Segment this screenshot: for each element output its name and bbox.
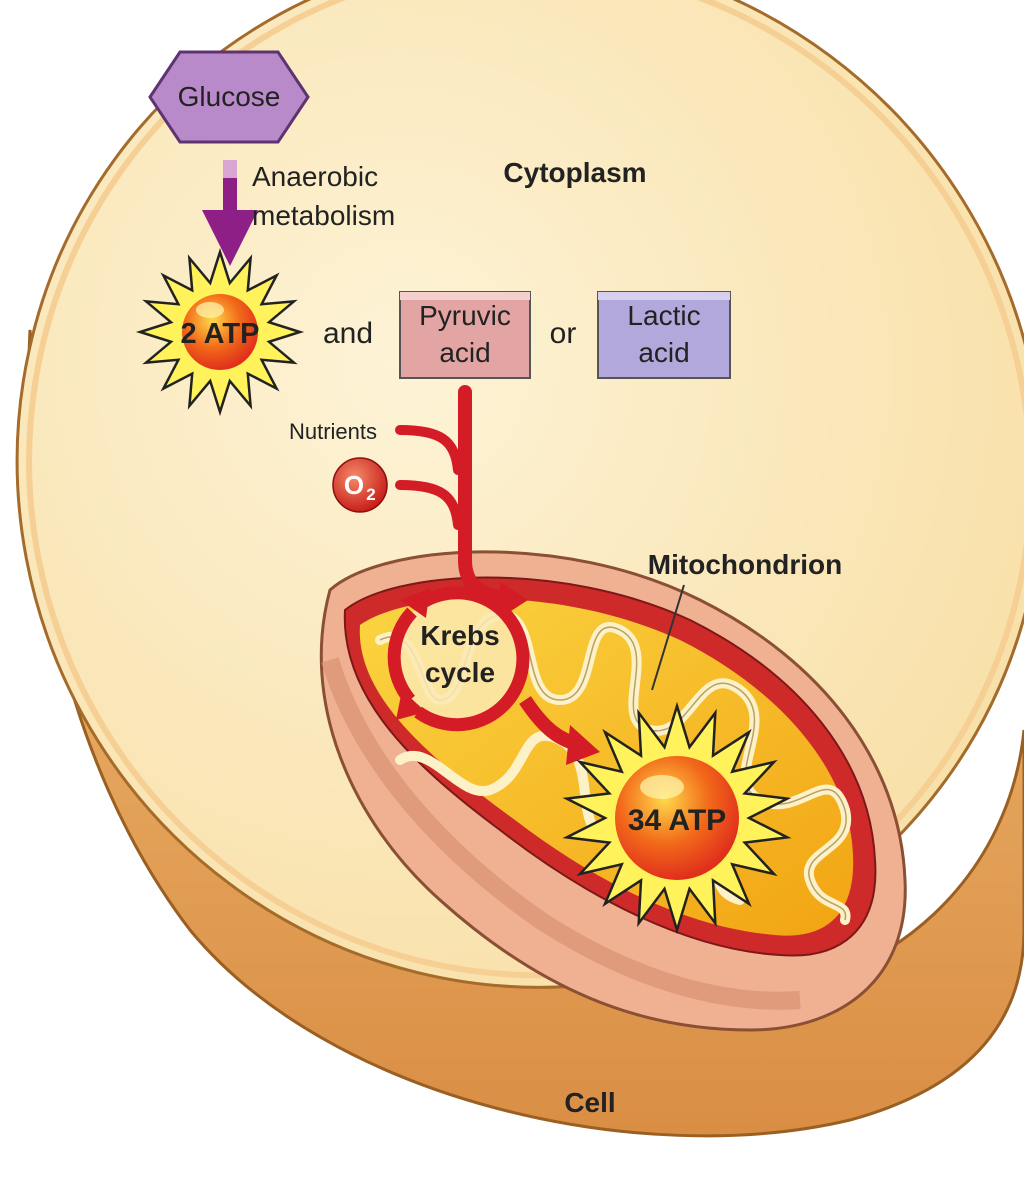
oxygen-orb: O 2 <box>332 457 388 513</box>
lactic-acid-box: Lactic acid <box>597 291 731 379</box>
atp-large-label: 34 ATP <box>628 804 726 837</box>
pyruvic-label-line2: acid <box>439 337 490 368</box>
lactic-label-line1: Lactic <box>627 300 700 331</box>
pyruvic-acid-box: Pyruvic acid <box>399 291 531 379</box>
anaerobic-label-line2: metabolism <box>252 200 395 231</box>
oxygen-subscript: 2 <box>366 485 375 504</box>
lactic-label-line2: acid <box>638 337 689 368</box>
atp-burst-large: 34 ATP <box>562 701 792 935</box>
and-label: and <box>323 317 373 350</box>
mitochondrion-leader-line <box>651 584 685 691</box>
cytoplasm-label: Cytoplasm <box>503 157 646 188</box>
or-label: or <box>550 317 577 350</box>
nutrients-label: Nutrients <box>289 419 377 444</box>
krebs-label-line2: cycle <box>425 657 495 688</box>
krebs-cycle: Krebs cycle <box>387 586 530 732</box>
krebs-to-atp-arrow <box>519 696 600 765</box>
pyruvic-label-line1: Pyruvic <box>419 300 511 331</box>
atp-small-label: 2 ATP <box>181 318 260 350</box>
krebs-label-line1: Krebs <box>420 620 499 651</box>
atp-burst-small: 2 ATP <box>135 247 305 417</box>
glucose-label: Glucose <box>178 81 281 112</box>
anaerobic-label-line1: Anaerobic <box>252 161 378 192</box>
glucose-node: Glucose <box>148 50 310 144</box>
mitochondrion-label: Mitochondrion <box>648 549 842 580</box>
oxygen-label: O <box>344 470 364 500</box>
anaerobic-arrow <box>202 160 258 266</box>
cell-label: Cell <box>564 1087 615 1118</box>
